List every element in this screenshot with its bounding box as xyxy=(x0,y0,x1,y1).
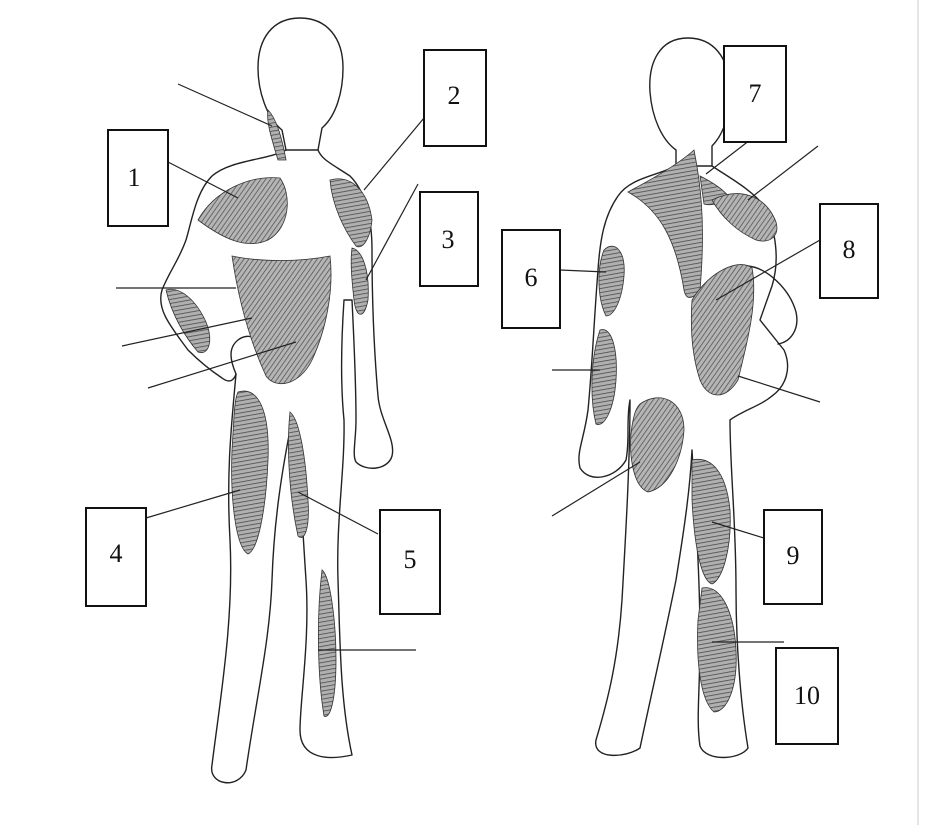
label-text-6: 6 xyxy=(525,263,538,292)
biceps-front-muscle xyxy=(351,248,368,314)
leader-4 xyxy=(146,490,240,518)
forearm-back-muscle xyxy=(592,330,616,425)
gluteus-muscle xyxy=(631,398,684,492)
label-box-7: 7 xyxy=(724,46,786,142)
deltoid-back-muscle xyxy=(712,194,777,241)
label-text-3: 3 xyxy=(442,225,455,254)
abdominal-muscle xyxy=(232,256,331,384)
adductor-muscle xyxy=(288,412,308,538)
label-boxes: 1 2 3 4 5 6 7 8 xyxy=(86,46,878,744)
back-head-outline xyxy=(650,38,731,166)
deltoid-front-muscle xyxy=(330,179,372,247)
label-box-3: 3 xyxy=(420,192,478,286)
leader-unlabeled-neck xyxy=(178,84,272,126)
label-box-8: 8 xyxy=(820,204,878,298)
label-box-4: 4 xyxy=(86,508,146,606)
tibialis-muscle xyxy=(318,570,336,717)
triceps-muscle xyxy=(599,246,624,316)
label-text-5: 5 xyxy=(404,545,417,574)
label-text-10: 10 xyxy=(794,681,820,710)
label-text-4: 4 xyxy=(110,539,123,568)
label-box-2: 2 xyxy=(424,50,486,146)
leader-unlabeled-7 xyxy=(738,376,820,402)
label-text-7: 7 xyxy=(749,79,762,108)
calf-muscle xyxy=(698,588,737,712)
label-text-2: 2 xyxy=(448,81,461,110)
forearm-front-muscle xyxy=(166,289,210,352)
leader-2 xyxy=(364,118,424,190)
quadriceps-muscle xyxy=(232,391,269,554)
leader-unlabeled-5 xyxy=(748,146,818,200)
leader-5 xyxy=(298,492,378,534)
label-box-1: 1 xyxy=(108,130,168,226)
label-text-8: 8 xyxy=(843,235,856,264)
label-box-5: 5 xyxy=(380,510,440,614)
trapezius-muscle xyxy=(628,150,702,298)
label-box-9: 9 xyxy=(764,510,822,604)
label-text-9: 9 xyxy=(787,541,800,570)
pectoral-muscle xyxy=(198,178,287,244)
label-text-1: 1 xyxy=(128,163,141,192)
leader-3 xyxy=(366,184,418,280)
label-box-6: 6 xyxy=(502,230,560,328)
label-box-10: 10 xyxy=(776,648,838,744)
